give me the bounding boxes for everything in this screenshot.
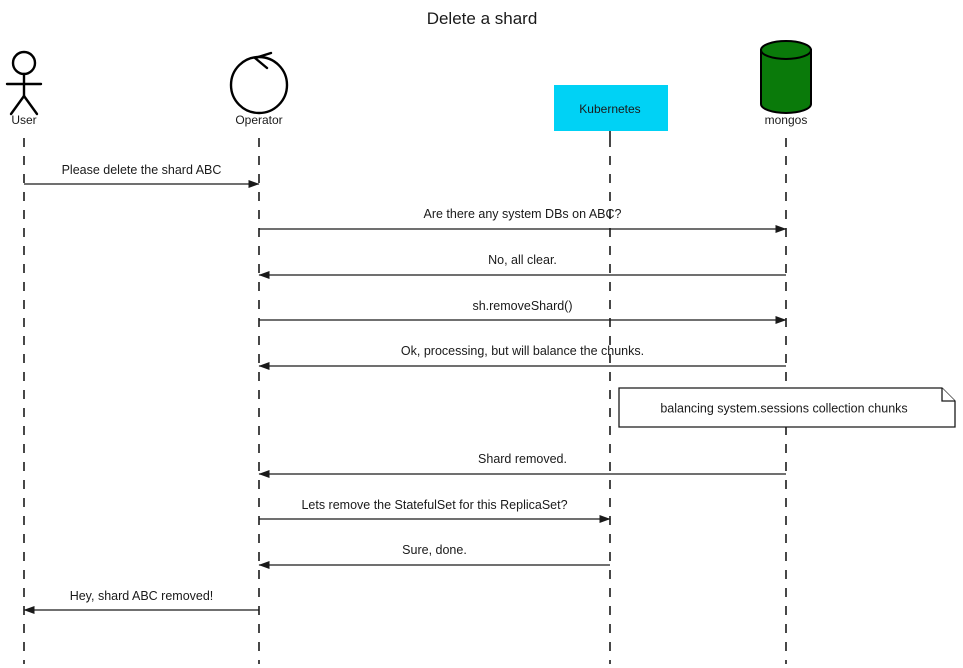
note-fold-corner-icon [941,388,955,402]
message-6[interactable]: Shard removed. [258,452,786,478]
participants-group: User Operator Kubernetes mongos [5,40,812,138]
message-label-5: Ok, processing, but will balance the chu… [401,344,644,358]
circular-arrow-head-icon [253,51,273,70]
notes-group: balancing system.sessions collection chu… [618,387,956,428]
participant-label-mongos: mongos [765,113,808,127]
message-8[interactable]: Sure, done. [258,543,610,569]
note-text: balancing system.sessions collection chu… [660,402,907,416]
database-cylinder-top-icon [760,40,812,60]
actor-leg-right-icon [22,94,39,116]
note-1[interactable]: balancing system.sessions collection chu… [618,387,956,428]
message-5[interactable]: Ok, processing, but will balance the chu… [258,344,786,370]
message-7[interactable]: Lets remove the StatefulSet for this Rep… [259,498,611,523]
page-title: Delete a shard [427,9,538,28]
message-1[interactable]: Please delete the shard ABC [24,163,260,188]
participant-label-user: User [11,113,36,127]
participant-label-kubernetes: Kubernetes [579,102,640,116]
message-label-9: Hey, shard ABC removed! [70,589,214,603]
database-cylinder-body-icon [760,49,812,114]
participant-kubernetes[interactable]: Kubernetes [554,85,668,138]
lifelines-group [23,138,787,664]
note-body [618,387,956,428]
message-4[interactable]: sh.removeShard() [259,299,787,324]
kubernetes-box-icon [554,85,668,131]
message-label-4: sh.removeShard() [472,299,572,313]
message-label-2: Are there any system DBs on ABC? [423,207,621,221]
message-label-6: Shard removed. [478,452,567,466]
actor-head-icon [11,50,37,76]
message-label-8: Sure, done. [402,543,467,557]
message-9[interactable]: Hey, shard ABC removed! [23,589,259,614]
message-3[interactable]: No, all clear. [258,253,786,279]
message-label-1: Please delete the shard ABC [62,163,222,177]
message-label-7: Lets remove the StatefulSet for this Rep… [301,498,567,512]
participant-operator[interactable]: Operator [229,51,289,127]
participant-label-operator: Operator [235,113,282,127]
participant-user[interactable]: User [5,50,43,127]
participant-mongos[interactable]: mongos [760,40,812,127]
message-2[interactable]: Are there any system DBs on ABC? [259,207,787,233]
message-label-3: No, all clear. [488,253,557,267]
messages-group: Please delete the shard ABC Are there any… [23,163,787,614]
circular-arrow-icon [229,55,289,115]
actor-leg-left-icon [9,94,26,116]
